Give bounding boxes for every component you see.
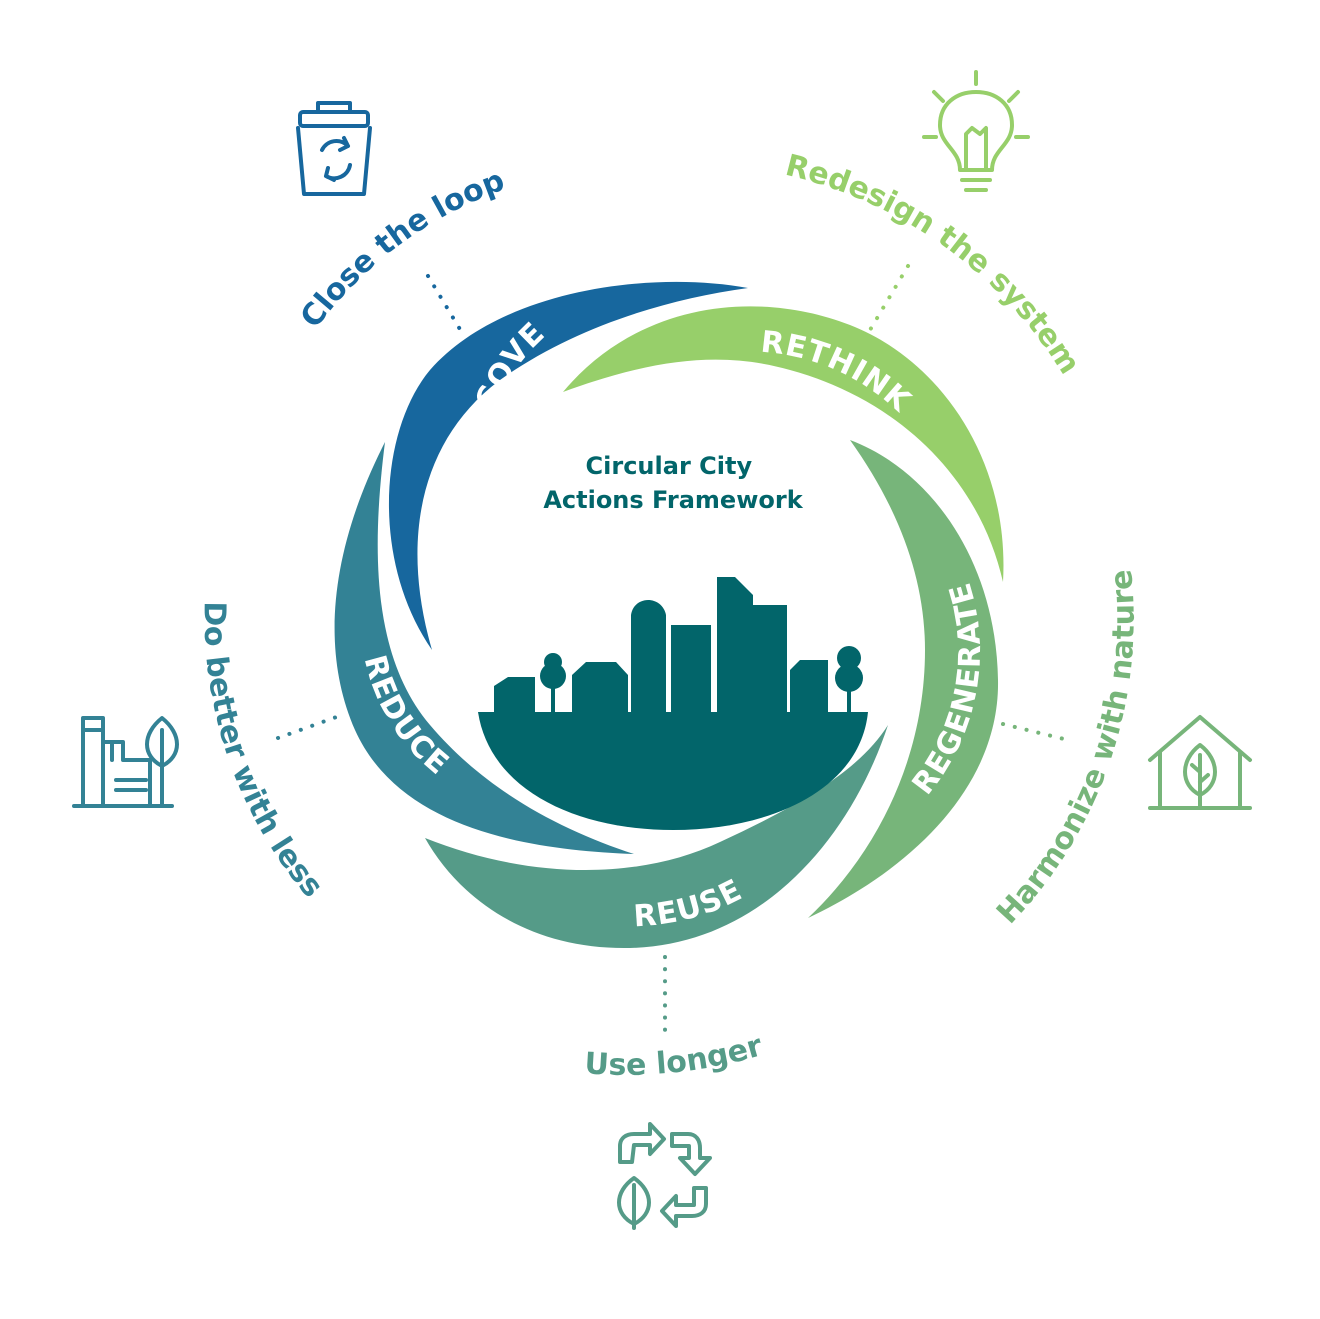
segment-recover-arc — [388, 281, 748, 650]
skyline-building-right — [753, 605, 787, 712]
center-title-line-2: Actions Framework — [543, 486, 803, 514]
connector-dots-recover — [426, 274, 466, 338]
connector-dots-rethink — [868, 264, 910, 332]
tagline-reuse: Use longer — [584, 1028, 767, 1083]
skyline-building-domed-tower — [631, 600, 666, 712]
center-title: Circular City Actions Framework — [543, 452, 803, 514]
skyline-tree-right — [835, 646, 863, 712]
factory-tree-icon — [72, 716, 179, 808]
city-skyline-illustration — [478, 577, 868, 830]
connector-dots-regenerate — [1001, 722, 1070, 742]
skyline-building-tall-tower — [717, 577, 753, 712]
recycle-arrows-leaf-icon — [617, 1122, 712, 1230]
lightbulb-icon — [922, 70, 1030, 192]
center-title-line-1: Circular City — [586, 452, 753, 480]
segment-regenerate-arc — [808, 440, 999, 918]
segment-reuse-arc — [425, 725, 888, 949]
tagline-regenerate: Harmonize with nature — [990, 568, 1142, 930]
segment-rethink-arc — [563, 306, 1004, 582]
tagline-reduce: Do better with less — [197, 601, 330, 904]
recycle-bin-icon — [296, 101, 372, 196]
segment-reduce-arc — [334, 442, 634, 854]
skyline-building-block — [671, 625, 711, 712]
skyline-ground-bowl — [478, 712, 868, 830]
tagline-recover: Close the loop — [294, 163, 509, 334]
skyline-tree-left — [540, 653, 566, 712]
skyline-building-house — [572, 662, 628, 712]
skyline-building-low-right — [790, 660, 828, 712]
house-leaf-icon — [1148, 715, 1252, 810]
skyline-building-left — [494, 677, 535, 712]
connector-dots-reduce — [276, 713, 344, 740]
